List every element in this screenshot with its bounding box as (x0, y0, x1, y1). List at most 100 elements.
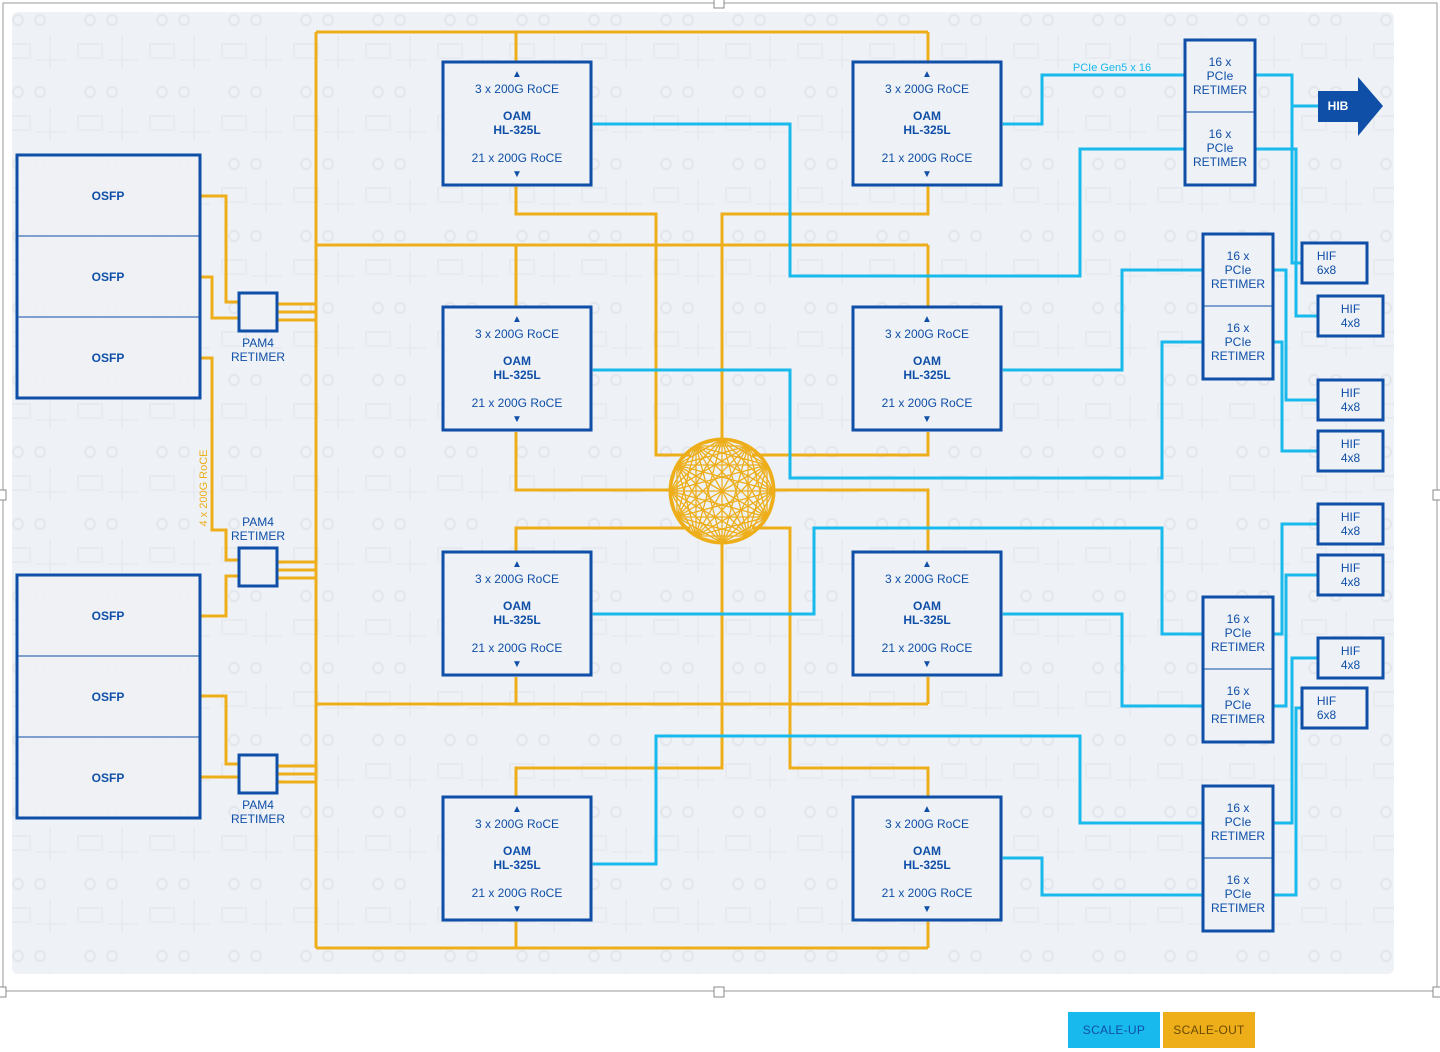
pam4-retimer: PAM4 RETIMER (231, 753, 285, 826)
osfp-port-label: OSFP (92, 189, 125, 203)
hif-name-label: HIF (1341, 510, 1360, 524)
pam4-retimer: PAM4 RETIMER (231, 515, 285, 588)
oam-model-label: HL-325L (903, 368, 950, 382)
arrow-up-icon: ▲ (512, 559, 522, 570)
retimer-lanes-label: 16 x (1227, 321, 1250, 335)
osfp-group-top: OSFP OSFP OSFP (15, 153, 202, 400)
hif-size-label: 4x8 (1341, 658, 1361, 672)
hif-size-label: 4x8 (1341, 575, 1361, 589)
oam-name-label: OAM (503, 354, 531, 368)
board-texture (12, 12, 1394, 974)
osfp-port-label: OSFP (92, 270, 125, 284)
scale-out-links (200, 30, 930, 950)
hif-size-label: 4x8 (1341, 524, 1361, 538)
oam-bottom-roce-label: 21 x 200G RoCE (472, 641, 563, 655)
scale-up-links (592, 73, 1318, 897)
retimer-name-label: RETIMER (1211, 712, 1265, 726)
oam-model-label: HL-325L (493, 368, 540, 382)
hif-name-label: HIF (1341, 302, 1360, 316)
retimer-pcie-label: PCIe (1207, 69, 1234, 83)
pam4-label-line1: PAM4 (242, 336, 274, 350)
oam-top-roce-label: 3 x 200G RoCE (885, 572, 969, 586)
oam-name-label: OAM (503, 599, 531, 613)
hif-name-label: HIF (1341, 437, 1360, 451)
oam-model-label: HL-325L (903, 613, 950, 627)
retimer-lanes-label: 16 x (1227, 249, 1250, 263)
hib-label: HIB (1328, 99, 1349, 113)
arrow-up-icon: ▲ (922, 314, 932, 325)
arrow-down-icon: ▼ (922, 659, 932, 670)
oam-bottom-roce-label: 21 x 200G RoCE (472, 886, 563, 900)
retimer-pcie-label: PCIe (1225, 698, 1252, 712)
oam-name-label: OAM (503, 844, 531, 858)
retimer-lanes-label: 16 x (1227, 612, 1250, 626)
pcie-link-label: PCIe Gen5 x 16 (1073, 62, 1151, 74)
oam-top-roce-label: 3 x 200G RoCE (475, 327, 559, 341)
arrow-down-icon: ▼ (922, 169, 932, 180)
oam-model-label: HL-325L (493, 858, 540, 872)
retimer-name-label: RETIMER (1211, 349, 1265, 363)
oam-bottom-roce-label: 21 x 200G RoCE (882, 151, 973, 165)
osfp-port-label: OSFP (92, 690, 125, 704)
roce-link-label: 4 x 200G RoCE (198, 449, 210, 526)
scale-out-mesh-hub (668, 437, 776, 545)
arrow-up-icon: ▲ (922, 804, 932, 815)
oam-top-roce-label: 3 x 200G RoCE (885, 327, 969, 341)
retimer-lanes-label: 16 x (1227, 684, 1250, 698)
arrow-up-icon: ▲ (922, 559, 932, 570)
retimer-name-label: RETIMER (1211, 640, 1265, 654)
arrow-down-icon: ▼ (512, 414, 522, 425)
retimer-name-label: RETIMER (1211, 277, 1265, 291)
retimer-pcie-label: PCIe (1225, 335, 1252, 349)
retimer-lanes-label: 16 x (1209, 127, 1232, 141)
hif-size-label: 6x8 (1317, 708, 1337, 722)
oam-top-roce-label: 3 x 200G RoCE (475, 572, 559, 586)
retimer-name-label: RETIMER (1211, 901, 1265, 915)
oam-model-label: HL-325L (493, 123, 540, 137)
arrow-up-icon: ▲ (512, 314, 522, 325)
hif-size-label: 4x8 (1341, 400, 1361, 414)
oam-bottom-roce-label: 21 x 200G RoCE (882, 641, 973, 655)
legend-scale-up: SCALE-UP (1068, 1012, 1160, 1048)
oam-bottom-roce-label: 21 x 200G RoCE (882, 886, 973, 900)
osfp-port-label: OSFP (92, 351, 125, 365)
hif-name-label: HIF (1341, 644, 1360, 658)
arrow-up-icon: ▲ (922, 69, 932, 80)
retimer-pcie-label: PCIe (1225, 626, 1252, 640)
pam4-label-line2: RETIMER (231, 529, 285, 543)
retimer-pcie-label: PCIe (1225, 887, 1252, 901)
arrow-down-icon: ▼ (512, 659, 522, 670)
hif-size-label: 6x8 (1317, 263, 1337, 277)
oam-name-label: OAM (503, 109, 531, 123)
retimer-name-label: RETIMER (1193, 83, 1247, 97)
oam-model-label: HL-325L (903, 858, 950, 872)
arrow-down-icon: ▼ (512, 169, 522, 180)
retimer-pcie-label: PCIe (1225, 815, 1252, 829)
selection-frame (0, 0, 1440, 998)
oam-bottom-roce-label: 21 x 200G RoCE (882, 396, 973, 410)
retimer-pcie-label: PCIe (1207, 141, 1234, 155)
hif-name-label: HIF (1341, 561, 1360, 575)
oam-model-label: HL-325L (903, 123, 950, 137)
oam-top-roce-label: 3 x 200G RoCE (885, 82, 969, 96)
hib-arrow-icon (1318, 77, 1383, 136)
osfp-group-bottom: OSFP OSFP OSFP (15, 573, 202, 820)
legend-scale-out: SCALE-OUT (1163, 1012, 1255, 1048)
